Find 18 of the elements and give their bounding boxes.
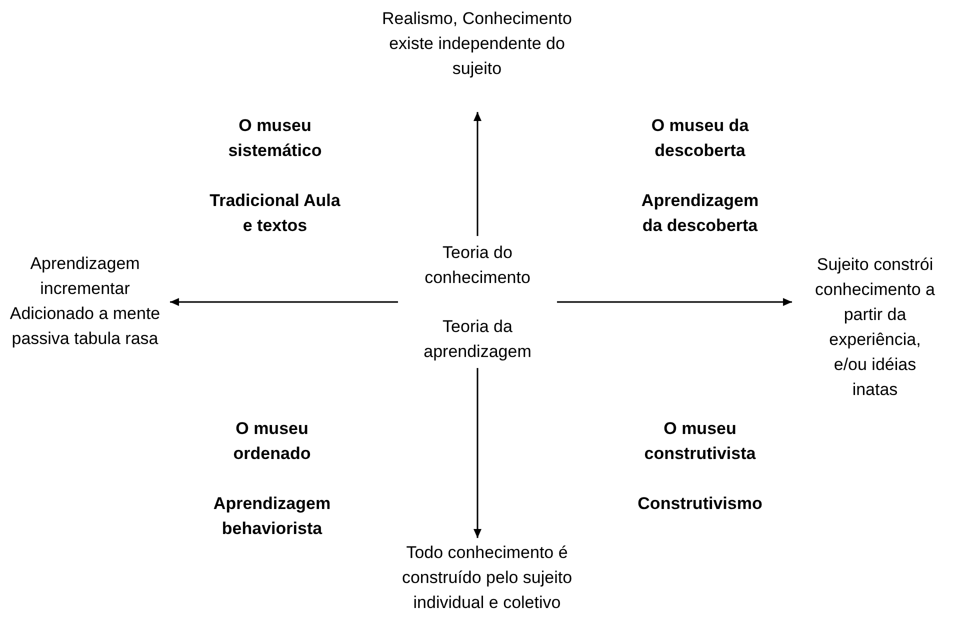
node-text: Teoria do conhecimento [424,242,532,289]
arrow [474,112,482,236]
node-text: Teoria da aprendizagem [422,316,532,363]
quadrant-label: O museu sistemático [227,115,323,162]
quadrant-label: Aprendizagem da descoberta [640,190,760,237]
node-text: Realismo, Conhecimento existe independente do sujeito [382,8,572,80]
node-text: Aprendizagem incrementar Adicionado a mente passiva tabula rasa [8,253,162,350]
quadrant-label: O museu construtivista [643,418,757,465]
quadrant-label: Tradicional Aula e textos [208,190,342,237]
node-text: Sujeito constrói conhecimento a partir da experiência, e/ou idéias inatas [814,254,936,401]
node-text: Todo conhecimento é construído pelo sujeito individual e coletivo [400,542,574,614]
quadrant-label: O museu da descoberta [650,115,750,162]
quadrant-label: Aprendizagem behaviorista [212,493,332,540]
quadrant-label: Construtivismo [636,493,764,515]
arrow [557,298,792,306]
arrow [474,368,482,538]
arrow [170,298,398,306]
quadrant-label: O museu ordenado [232,418,312,465]
